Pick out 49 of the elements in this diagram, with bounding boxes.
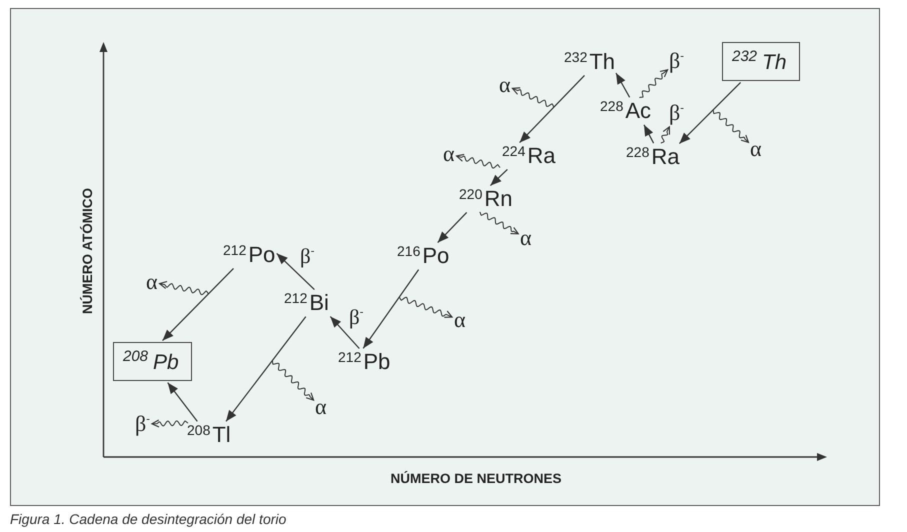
decay-arrow [362,269,420,349]
decay-arrow [519,74,585,144]
wavy-arrow [151,419,188,428]
nuclide-label: $^{216}$Po [397,244,450,268]
nuclide-label: $^{212}$Bi [284,291,329,315]
edge-label: β$^{-}$ [349,305,364,329]
nuclide-label: $^{232}$Th [564,50,616,74]
wavy-arrow [512,87,554,108]
emission-label: β$^{-}$ [669,49,684,73]
nuclide-box: $^{232}$Th [722,42,800,81]
decay-arrow [226,316,306,422]
decay-arrow [615,72,630,98]
emission-label: α [499,73,511,97]
decay-arrow [643,124,654,144]
decay-arrow [330,316,360,349]
nuclide-label: $^{220}$Rn [459,187,512,211]
emission-label: β$^{-}$ [669,101,684,125]
wavy-arrow [158,280,210,296]
wavy-arrow [272,360,314,401]
nuclide-box: $^{208}$Pb [113,342,192,381]
wavy-arrow [660,126,670,144]
emission-label: α [750,137,762,161]
wavy-arrow [456,154,501,168]
wavy-arrow [638,69,668,98]
emission-label: β$^{-}$ [135,412,150,436]
emission-label: α [315,395,327,419]
nuclide-label: $^{212}$Pb [338,350,390,374]
emission-label: α [146,270,158,294]
nuclide-label: $^{212}$Po [223,243,276,267]
emission-label: α [443,142,455,166]
decay-arrow [437,212,468,244]
nuclide-label: $^{224}$Ra [502,144,556,168]
axis-title: NÚMERO ATÓMICO [80,188,96,314]
wavy-arrow [479,212,519,234]
emission-label: α [454,308,466,332]
decay-arrow [678,82,742,144]
wavy-arrow [398,296,453,318]
decay-arrow [167,382,198,422]
nuclide-label: $^{228}$Ac [600,99,652,123]
emission-label: α [520,226,532,250]
axis-title: NÚMERO DE NEUTRONES [390,471,562,487]
decay-arrow [490,168,508,186]
nuclide-label: $^{208}$Tl [187,423,231,447]
wavy-arrow [712,109,750,143]
nuclide-label: $^{228}$Ra [626,145,680,169]
decay-arrow [162,268,234,342]
decay-arrow [276,252,315,290]
figure-caption: Figura 1. Cadena de desintegración del torio [10,511,286,528]
edge-label: β$^{-}$ [300,244,314,268]
